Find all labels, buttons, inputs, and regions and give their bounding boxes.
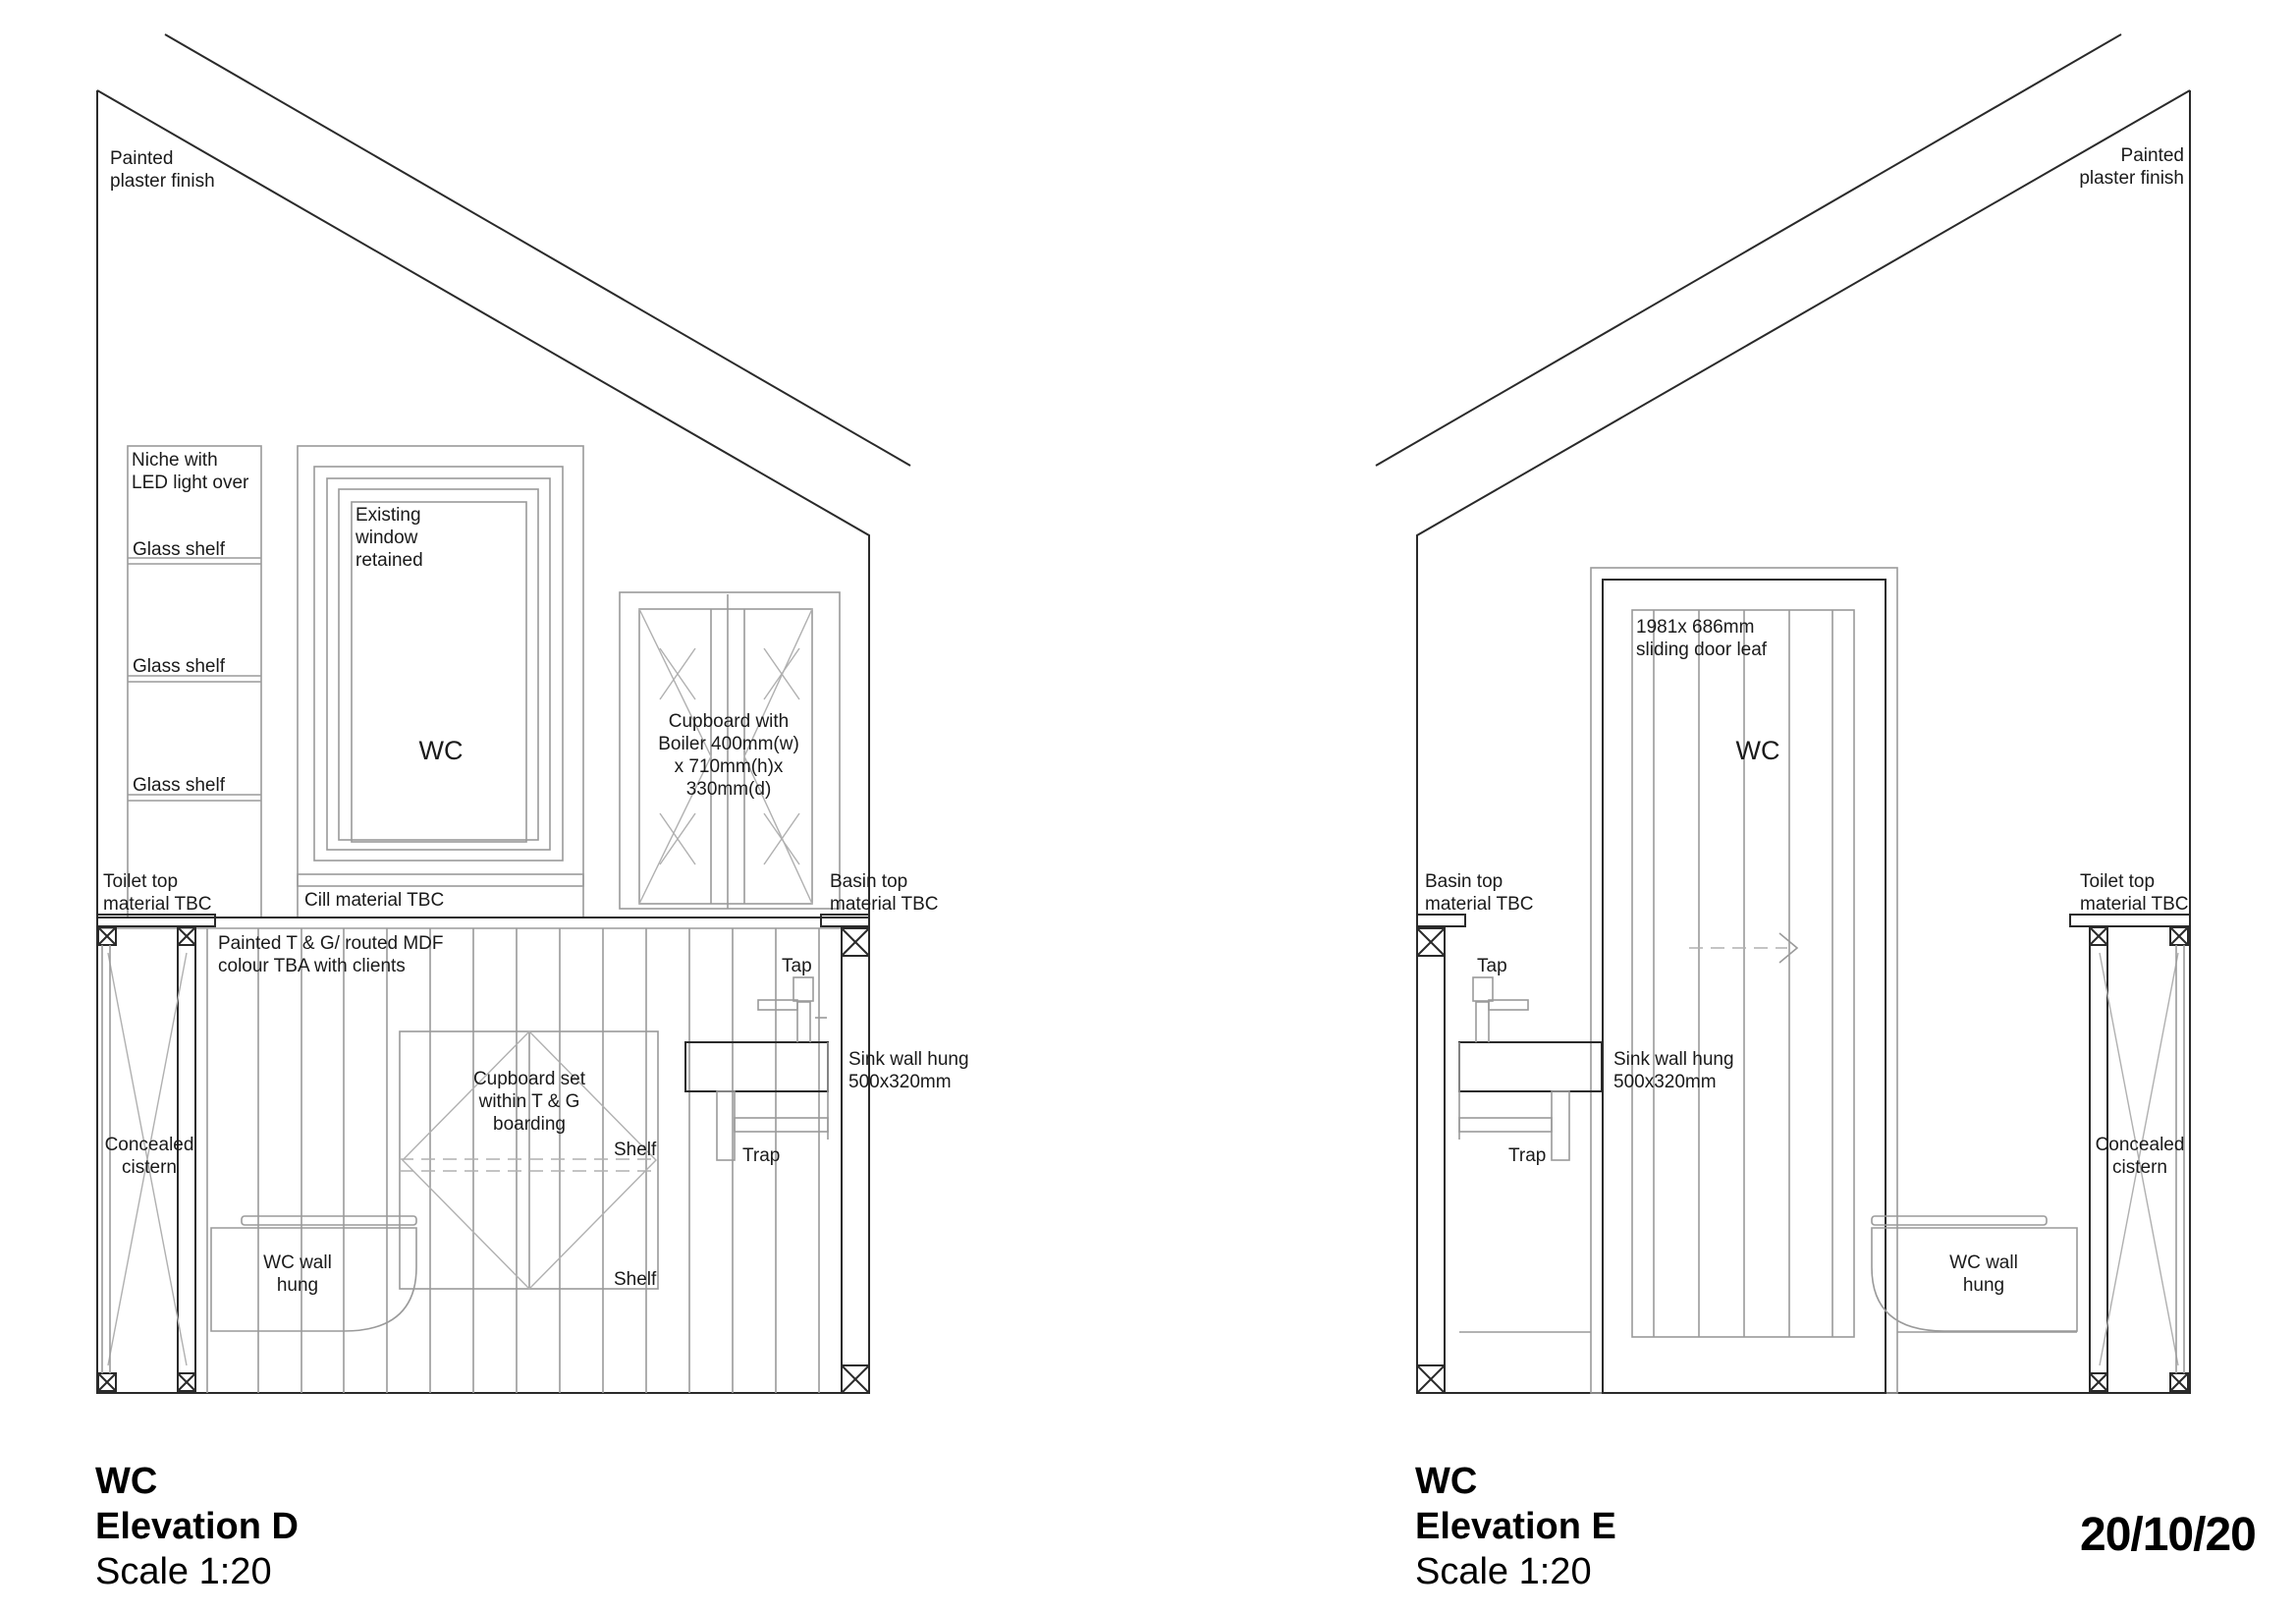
room-label-e: WC bbox=[1736, 736, 1780, 765]
note-trap-e: Trap bbox=[1508, 1145, 1546, 1166]
room-label-d: WC bbox=[419, 736, 464, 765]
note-plaster-line-1: Painted bbox=[110, 148, 173, 169]
note-basin-top-e-line-1: Basin top bbox=[1425, 871, 1503, 892]
note-wc-d-line-1: WC wall bbox=[263, 1252, 332, 1273]
elevation-d-title: WC bbox=[95, 1461, 158, 1502]
note-cupboard-line-1: Cupboard set bbox=[473, 1069, 586, 1089]
note-niche-line-1: Niche with bbox=[132, 450, 218, 471]
note-cupboard-line-3: boarding bbox=[493, 1114, 566, 1135]
note-window-line-1: Existing bbox=[355, 505, 421, 526]
note-wc-e-line-1: WC wall bbox=[1949, 1252, 2018, 1273]
note-sink-e-line-2: 500x320mm bbox=[1613, 1072, 1717, 1092]
note-toilet-top-line-1: Toilet top bbox=[103, 871, 178, 892]
note-door-line-1: 1981x 686mm bbox=[1636, 617, 1754, 638]
note-plaster-e-line-2: plaster finish bbox=[2079, 168, 2184, 189]
note-tg-line-1: Painted T & G/ routed MDF bbox=[218, 933, 444, 954]
note-boiler-line-1: Cupboard with bbox=[669, 711, 790, 732]
note-tg-line-2: colour TBA with clients bbox=[218, 956, 406, 976]
note-shelf-2: Shelf bbox=[614, 1269, 657, 1290]
note-glass-shelf-3: Glass shelf bbox=[133, 775, 226, 796]
note-boiler-line-3: x 710mm(h)x bbox=[675, 756, 784, 777]
elevation-e-title: WC bbox=[1415, 1461, 1478, 1502]
note-basin-top-line-1: Basin top bbox=[830, 871, 907, 892]
elevation-d-subtitle: Elevation D bbox=[95, 1506, 299, 1547]
elevation-d-annotations: Painted plaster finish Niche with LED li… bbox=[103, 148, 969, 1296]
note-boiler-line-2: Boiler 400mm(w) bbox=[658, 734, 799, 754]
elevation-e-drawing bbox=[1375, 33, 2191, 1394]
note-cistern-e-line-2: cistern bbox=[2112, 1157, 2167, 1178]
note-glass-shelf-1: Glass shelf bbox=[133, 539, 226, 560]
note-niche-line-2: LED light over bbox=[132, 473, 249, 493]
note-toilet-top-line-2: material TBC bbox=[103, 894, 212, 915]
note-sink-d-line-2: 500x320mm bbox=[848, 1072, 952, 1092]
note-cupboard-line-2: within T & G bbox=[478, 1091, 580, 1112]
note-cistern-e-line-1: Concealed bbox=[2096, 1135, 2185, 1155]
note-shelf-1: Shelf bbox=[614, 1140, 657, 1160]
note-tap-e: Tap bbox=[1477, 956, 1507, 976]
note-door-line-2: sliding door leaf bbox=[1636, 640, 1768, 660]
note-trap-d: Trap bbox=[742, 1145, 780, 1166]
note-window-line-3: retained bbox=[355, 550, 423, 571]
note-boiler-line-4: 330mm(d) bbox=[686, 779, 772, 800]
elevation-d-scale: Scale 1:20 bbox=[95, 1551, 272, 1592]
note-cistern-d-line-2: cistern bbox=[122, 1157, 177, 1178]
note-plaster-e-line-1: Painted bbox=[2121, 145, 2184, 166]
note-glass-shelf-2: Glass shelf bbox=[133, 656, 226, 677]
note-wc-e-line-2: hung bbox=[1963, 1275, 2004, 1296]
elevation-e-scale: Scale 1:20 bbox=[1415, 1551, 1592, 1592]
note-tap-d: Tap bbox=[782, 956, 812, 976]
note-sink-e-line-1: Sink wall hung bbox=[1613, 1049, 1734, 1070]
note-basin-top-line-2: material TBC bbox=[830, 894, 939, 915]
note-window-line-2: window bbox=[355, 528, 418, 548]
elevation-d-drawing bbox=[96, 33, 911, 1394]
note-toilet-top-e-line-1: Toilet top bbox=[2080, 871, 2155, 892]
note-cistern-d-line-1: Concealed bbox=[105, 1135, 194, 1155]
elevation-e-title-block: WC Elevation E Scale 1:20 bbox=[1415, 1459, 1616, 1594]
elevation-e-annotations: Painted plaster finish 1981x 686mm slidi… bbox=[1425, 145, 2189, 1296]
note-toilet-top-e-line-2: material TBC bbox=[2080, 894, 2189, 915]
note-basin-top-e-line-2: material TBC bbox=[1425, 894, 1534, 915]
note-cill: Cill material TBC bbox=[304, 890, 444, 911]
elevation-d-title-block: WC Elevation D Scale 1:20 bbox=[95, 1459, 299, 1594]
note-sink-d-line-1: Sink wall hung bbox=[848, 1049, 969, 1070]
note-plaster-line-2: plaster finish bbox=[110, 171, 215, 192]
elevation-e-subtitle: Elevation E bbox=[1415, 1506, 1616, 1547]
note-wc-d-line-2: hung bbox=[277, 1275, 318, 1296]
date-stamp: 20/10/20 bbox=[2080, 1509, 2257, 1561]
